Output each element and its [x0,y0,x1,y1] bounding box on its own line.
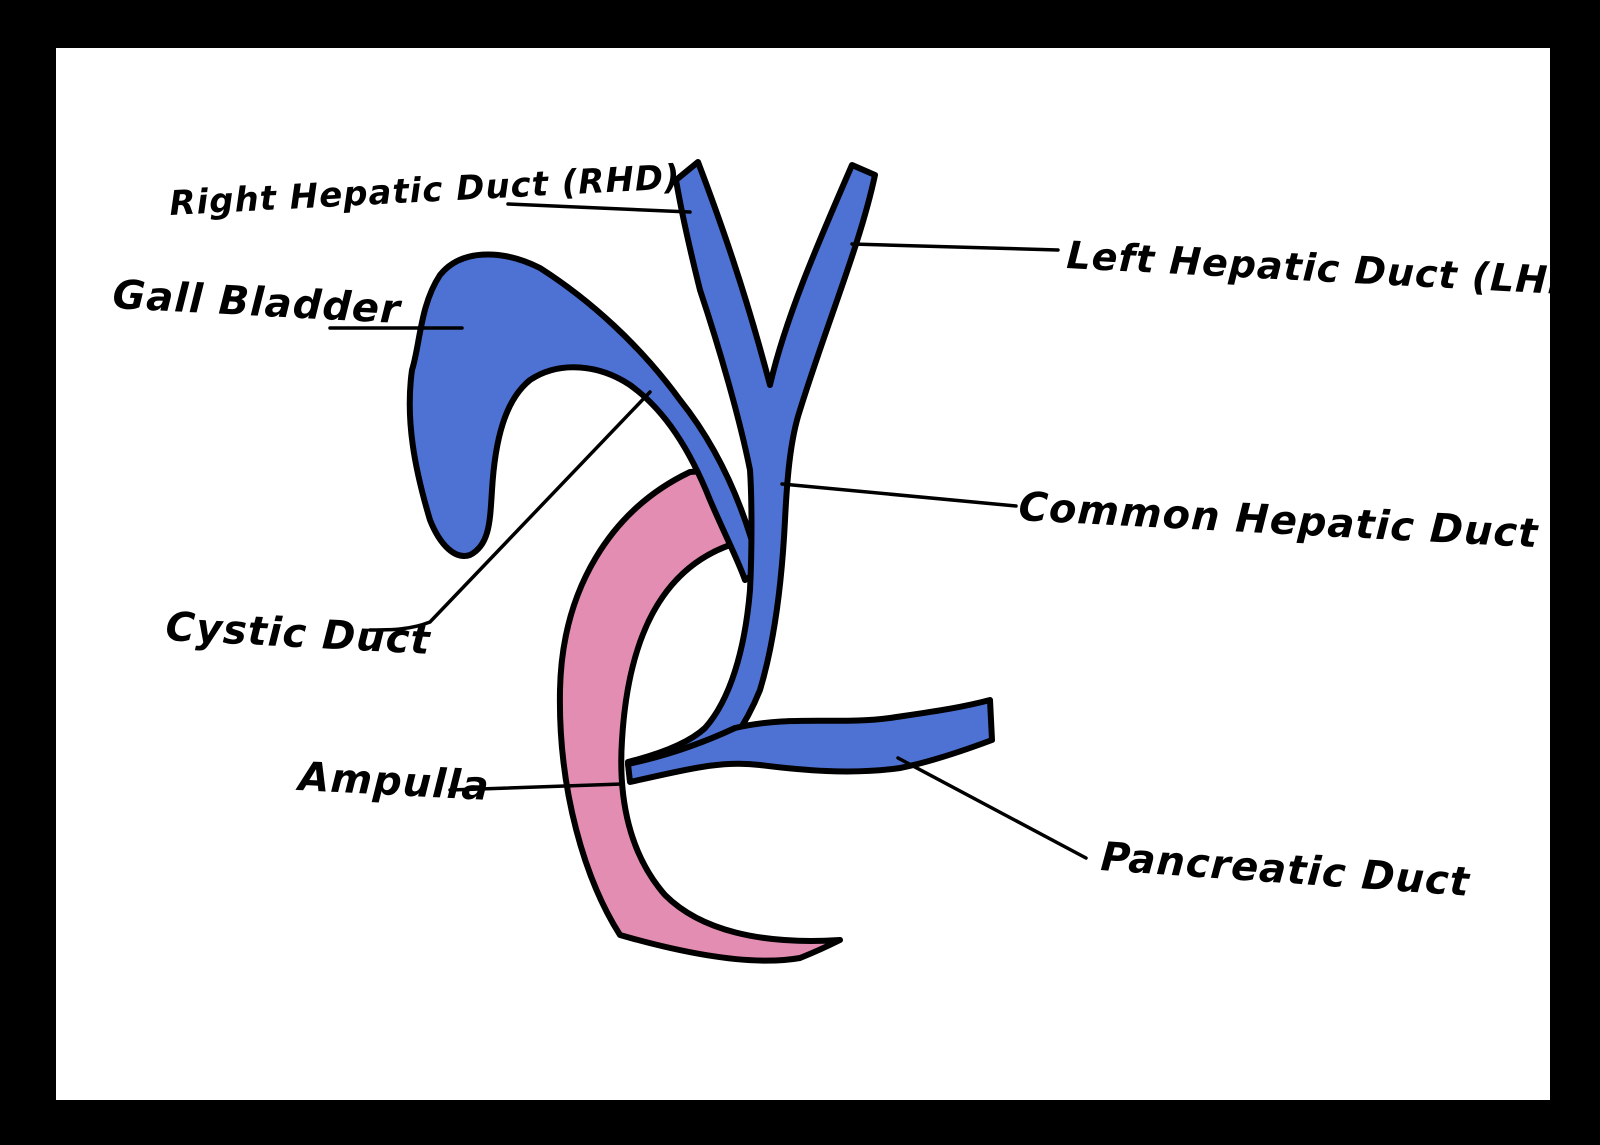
leader-pancreatic [896,756,1088,860]
label-right-hepatic-duct: Right Hepatic Duct (RHD) [168,157,681,224]
label-cystic-duct: Cystic Duct [164,604,432,664]
label-gall-bladder: Gall Bladder [111,272,403,333]
hepatic-duct-tree-shape [625,159,878,783]
label-pancreatic-duct: Pancreatic Duct [1099,834,1472,906]
leader-cystic [368,390,652,632]
label-common-hepatic-duct: Common Hepatic Duct (CHD) [1017,484,1600,565]
leader-right-hepatic [506,202,692,214]
label-left-hepatic-duct: Left Hepatic Duct (LHD) [1066,233,1600,305]
leader-left-hepatic [850,242,1060,252]
gall-bladder-shape [406,251,763,583]
label-ampulla: Ampulla [294,754,490,810]
leader-ampulla [448,782,624,792]
diagram-canvas [56,48,1550,1100]
duodenum-shape [556,467,843,964]
leader-common-hepatic [780,482,1018,508]
